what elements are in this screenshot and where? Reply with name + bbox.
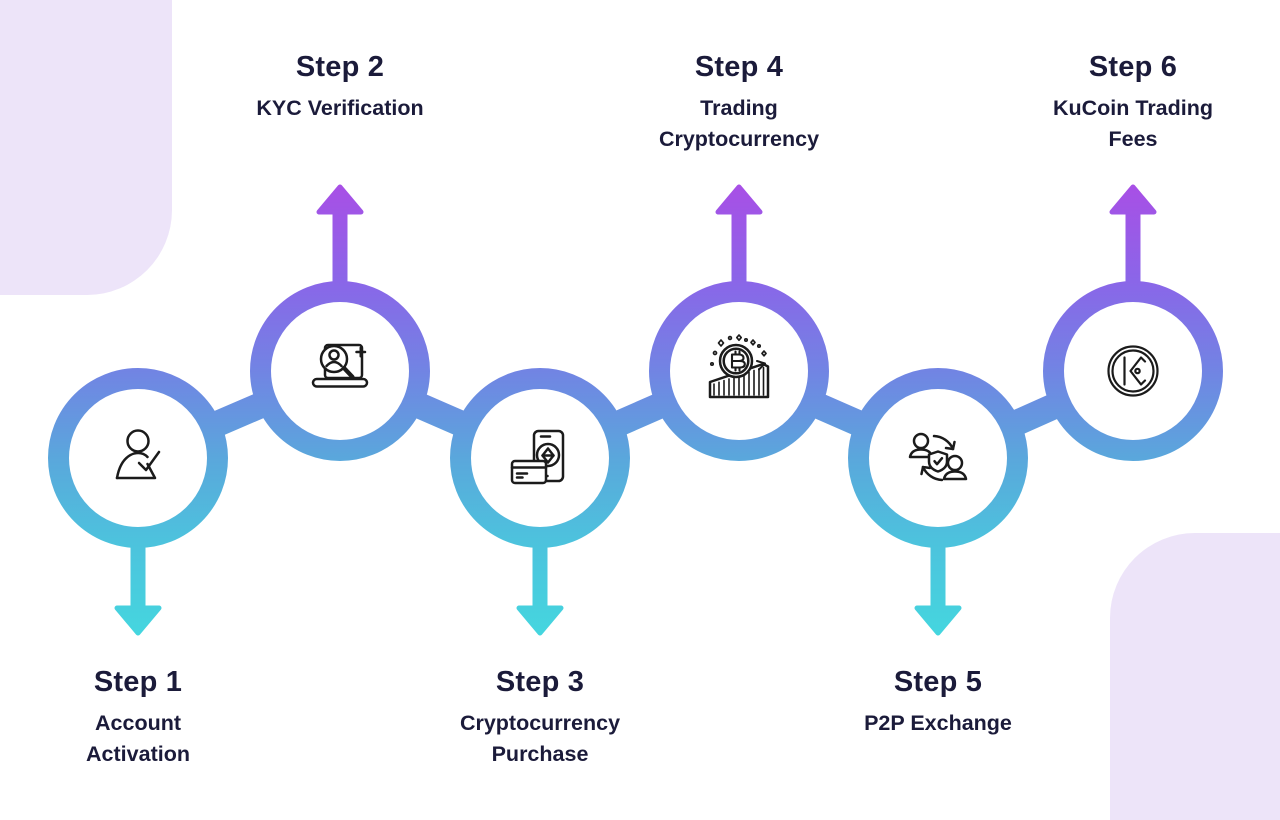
step-5-arrowhead-down (914, 605, 962, 636)
step-1-number: Step 1 (93, 666, 183, 698)
step-1-name: Account Activation (86, 711, 190, 766)
kucoin-logo-icon (1107, 345, 1159, 397)
step-2-arrowhead-up (316, 184, 364, 215)
step-2-number: Step 2 (295, 51, 385, 83)
arrow-heads (114, 184, 1157, 636)
step-6-number: Step 6 (1088, 51, 1178, 83)
step-4-label: Step 4 Trading Cryptocurrency (589, 50, 889, 155)
bitcoin-chart-icon (708, 334, 770, 399)
step-4-number: Step 4 (694, 51, 784, 83)
phone-payment-icon (510, 429, 565, 485)
step-6-name: KuCoin Trading Fees (1052, 96, 1214, 151)
kyc-search-icon (311, 343, 369, 388)
step-1-arrowhead-down (114, 605, 162, 636)
step-5-label: Step 5 P2P Exchange (788, 665, 1088, 739)
p2p-shield-icon (908, 432, 968, 482)
step-2-label: Step 2 KYC Verification (190, 50, 490, 124)
step-3-name: Cryptocurrency Purchase (459, 711, 621, 766)
step-3-label: Step 3 Cryptocurrency Purchase (390, 665, 690, 770)
step-1-label: Step 1 Account Activation (0, 665, 288, 770)
step-6-ring (1043, 281, 1223, 461)
step-4-arrowhead-up (715, 184, 763, 215)
step-4-name: Trading Cryptocurrency (658, 96, 820, 151)
decorative-corner-top-left (0, 0, 172, 295)
step-6-label: Step 6 KuCoin Trading Fees (983, 50, 1280, 155)
person-check-icon (115, 429, 161, 480)
step-3-arrowhead-down (516, 605, 564, 636)
step-5-number: Step 5 (893, 666, 983, 698)
step-5-name: P2P Exchange (864, 711, 1012, 735)
step-6-arrowhead-up (1109, 184, 1157, 215)
step-1-ring (48, 368, 228, 548)
step-3-number: Step 3 (495, 666, 585, 698)
step-2-name: KYC Verification (256, 96, 424, 120)
decorative-corner-bottom-right (1110, 533, 1280, 820)
